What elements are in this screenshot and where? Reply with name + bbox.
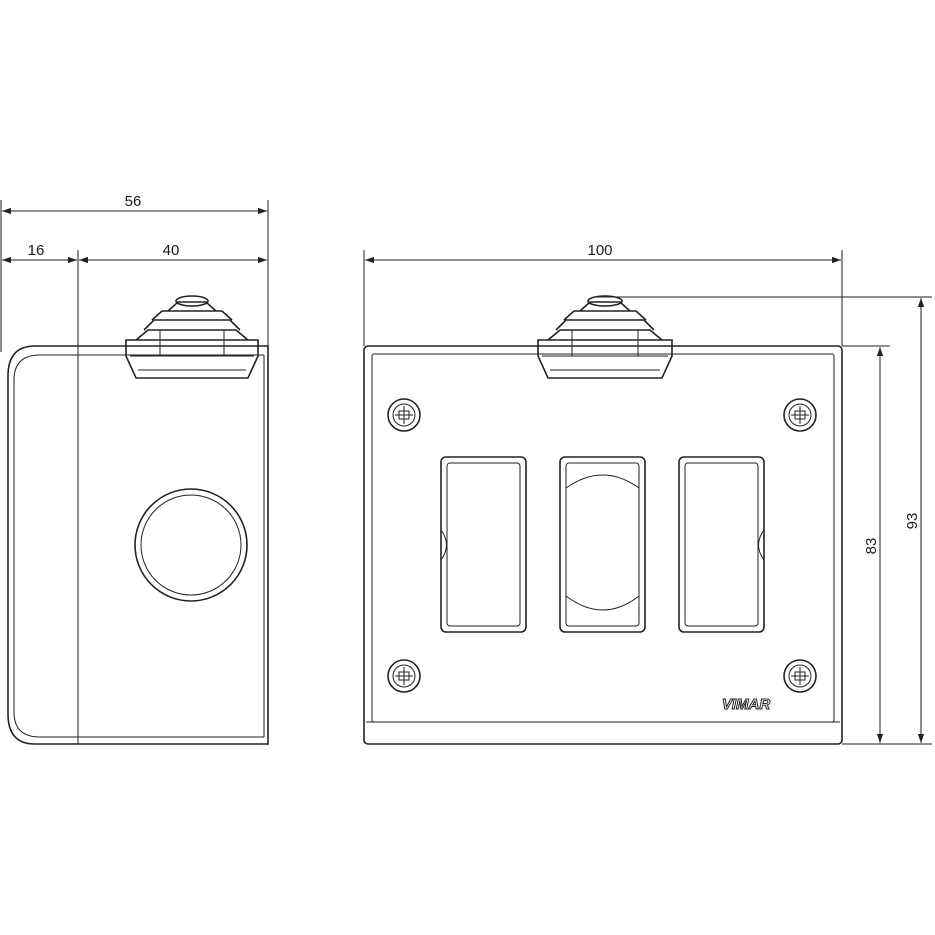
dim-label-56: 56 (125, 193, 142, 210)
module-slot-right (678, 456, 765, 633)
front-view: VIMAR 100 83 93 (363, 242, 932, 745)
screw-top-right-icon (783, 398, 817, 432)
side-view: 56 16 40 (0, 193, 269, 745)
side-knockout (134, 488, 248, 602)
screw-bottom-left-icon (387, 659, 421, 693)
screw-bottom-right-icon (783, 659, 817, 693)
brand-logo: VIMAR (722, 696, 771, 713)
dim-label-83: 83 (863, 538, 880, 555)
dim-label-100: 100 (587, 242, 612, 259)
screw-top-left-icon (387, 398, 421, 432)
side-cable-gland (125, 295, 259, 379)
front-box-body (363, 345, 843, 745)
module-slot-left (440, 456, 527, 633)
side-box-body (7, 345, 269, 745)
dim-label-93: 93 (904, 513, 921, 530)
dim-label-40: 40 (163, 242, 180, 259)
front-cable-gland (537, 295, 673, 379)
module-slot-center (559, 456, 646, 633)
dim-label-16: 16 (28, 242, 45, 259)
